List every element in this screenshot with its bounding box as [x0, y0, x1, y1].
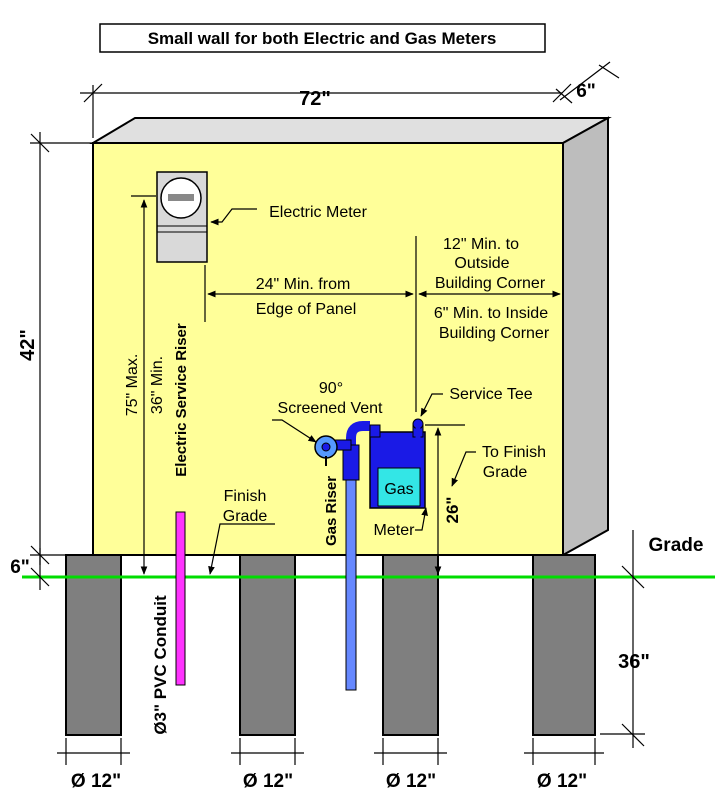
service-tee-label: Service Tee	[449, 386, 532, 403]
electric-service-riser-label: Electric Service Riser	[173, 323, 190, 477]
gas-riser-pipe	[345, 469, 357, 691]
dimension-26-label: 26"	[443, 497, 462, 524]
meter-leader	[415, 507, 428, 531]
footing-diameter-dims	[57, 738, 604, 765]
dimension-6-depth-label: 6"	[576, 81, 596, 102]
dimension-6-depth	[555, 61, 620, 104]
screened-vent-label: Screened Vent	[278, 400, 384, 417]
wall-top	[89, 117, 612, 144]
footing-1	[65, 554, 122, 736]
gas-meter-face-label: Gas	[384, 481, 413, 498]
dimension-24-min	[204, 265, 414, 322]
meter-label: Meter	[374, 522, 416, 539]
dimension-72-label: 72"	[299, 88, 331, 110]
dimension-72	[80, 83, 572, 138]
twelve-min-line2: Outside	[454, 255, 509, 272]
electric-conduit	[175, 511, 186, 686]
dimension-6-grade	[30, 548, 66, 590]
finish-grade-leader	[208, 523, 275, 575]
gas-meter-assembly	[314, 418, 426, 509]
gas-riser-label: Gas Riser	[323, 476, 340, 546]
six-min-line1: 6" Min. to Inside	[434, 305, 548, 322]
electric-meter-label: Electric Meter	[269, 204, 367, 221]
pvc-conduit-label: Ø3" PVC Conduit	[151, 595, 170, 735]
grade-label: Grade	[649, 535, 704, 556]
dimension-6-grade-label: 6"	[10, 557, 30, 578]
twelve-min-line1: 12" Min. to	[443, 236, 519, 253]
twelve-min-line3: Building Corner	[435, 275, 546, 292]
electric-meter-leader	[210, 208, 257, 226]
footing-3	[382, 554, 439, 736]
to-finish-grade-leader	[451, 451, 476, 487]
twentyfour-min-line2: Edge of Panel	[256, 301, 357, 318]
dimension-42	[30, 132, 93, 565]
dimension-meter-height	[131, 195, 156, 575]
wall-side	[562, 116, 609, 557]
footing-4	[532, 554, 596, 736]
meter-height-min: 36" Min.	[149, 356, 166, 414]
electric-meter	[156, 171, 208, 263]
finish-grade-line2: Grade	[223, 508, 268, 525]
service-tee-leader	[420, 393, 443, 417]
footing-2	[239, 554, 296, 736]
dimension-36	[600, 530, 645, 748]
footing-2-diameter: Ø 12"	[243, 771, 293, 792]
dimension-26	[425, 424, 465, 575]
six-min-line2: Building Corner	[439, 325, 550, 342]
dimension-42-label: 42"	[17, 329, 39, 361]
finish-grade-line1: Finish	[224, 488, 267, 505]
to-finish-grade-line1: To Finish	[482, 444, 546, 461]
dimension-corner-min	[415, 236, 561, 412]
vent-leader	[272, 419, 317, 443]
meter-height-max: 75" Max.	[124, 354, 141, 417]
to-finish-grade-line2: Grade	[483, 464, 528, 481]
dimension-36-label: 36"	[618, 651, 650, 673]
vent-angle-label: 90°	[319, 380, 343, 397]
twentyfour-min-line1: 24" Min. from	[256, 276, 351, 293]
title-text: Small wall for both Electric and Gas Met…	[148, 29, 497, 48]
footing-1-diameter: Ø 12"	[71, 771, 121, 792]
footing-3-diameter: Ø 12"	[386, 771, 436, 792]
footing-4-diameter: Ø 12"	[537, 771, 587, 792]
title-box	[99, 23, 546, 53]
